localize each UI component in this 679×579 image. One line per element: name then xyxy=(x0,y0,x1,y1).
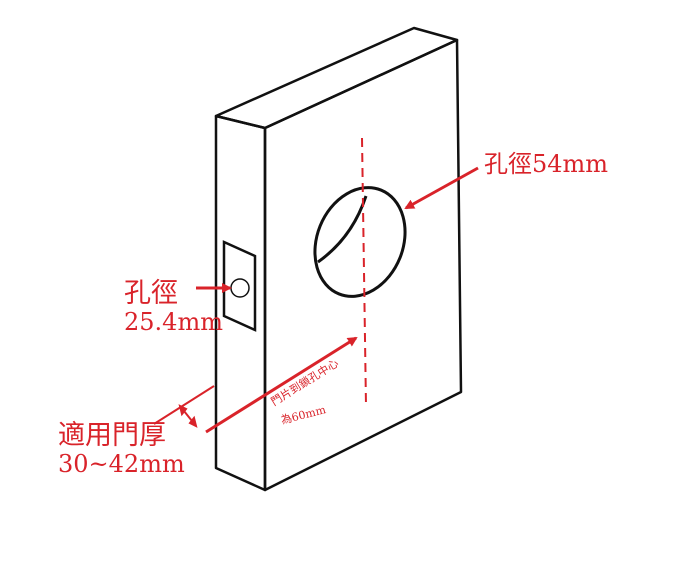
door-thickness-label-line2: 30~42mm xyxy=(58,450,185,478)
backset-label-line1: 門片到鎖孔中心 xyxy=(268,356,341,409)
main-hole-label: 孔徑54mm xyxy=(484,150,608,178)
main-bore-outline xyxy=(313,186,407,298)
thickness-arrowhead-bottom xyxy=(188,415,198,428)
door-top-face xyxy=(214,26,459,130)
backset-label-line2: 為60mm xyxy=(279,402,327,427)
thickness-extension-line xyxy=(153,385,215,425)
thickness-arrowhead-top xyxy=(178,404,188,417)
latch-hole xyxy=(230,278,250,298)
door-panel xyxy=(214,26,463,492)
side-hole-label-line2: 25.4mm xyxy=(124,308,223,336)
latch-plate-outline xyxy=(222,240,257,332)
main-hole-arrow xyxy=(404,166,479,210)
thickness-indicator xyxy=(153,385,215,428)
center-line xyxy=(361,137,367,407)
latch-plate xyxy=(222,240,257,332)
main-bore-inner-edge xyxy=(317,195,368,264)
side-hole-label-line1: 孔徑 xyxy=(124,278,178,309)
backset-arrow xyxy=(205,336,358,434)
door-thickness-label-line1: 適用門厚 xyxy=(58,420,166,451)
main-bore-hole xyxy=(313,186,407,298)
